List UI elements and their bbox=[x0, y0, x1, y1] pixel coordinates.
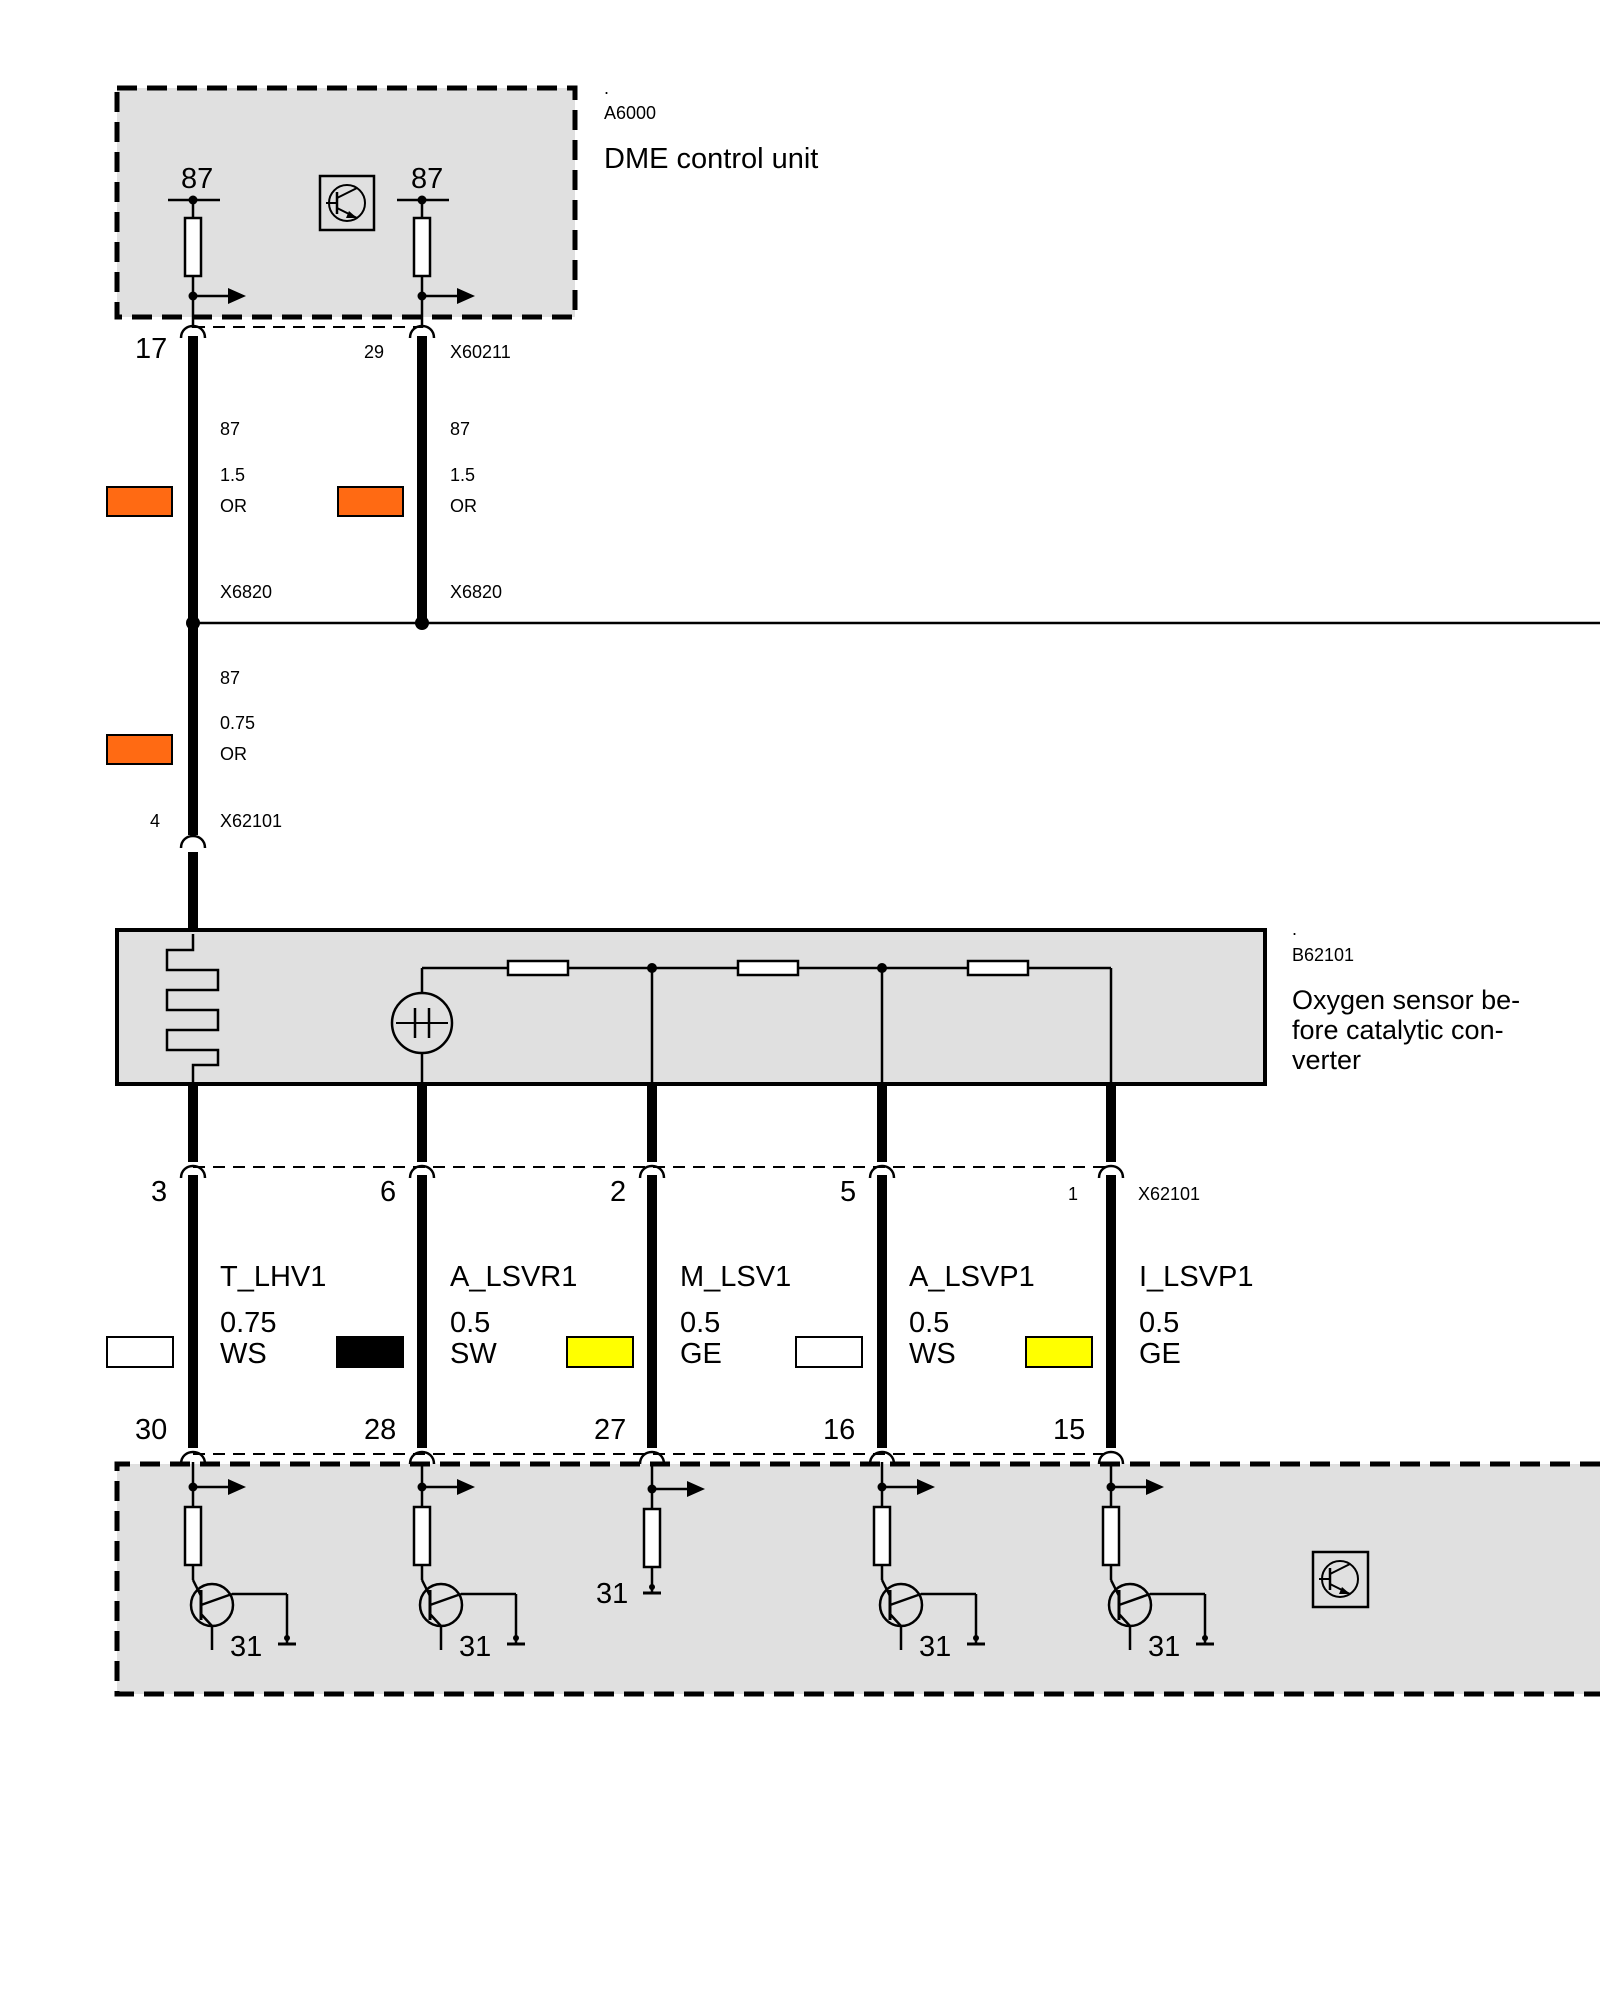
signal-2-name: A_LSVR1 bbox=[450, 1261, 577, 1293]
sensor-name-line-3: verter bbox=[1292, 1045, 1361, 1075]
dme-control-unit-border bbox=[114, 85, 578, 320]
x60211-id: X60211 bbox=[450, 342, 511, 362]
driver-stage-2 bbox=[412, 1462, 525, 1650]
x62101-pin-1: 1 bbox=[1068, 1184, 1078, 1204]
signal-5-name: I_LSVP1 bbox=[1139, 1261, 1253, 1293]
dme-output-stage-right bbox=[397, 195, 475, 328]
lower-wire-2 bbox=[408, 1084, 436, 1465]
signal-3-color-swatch bbox=[566, 1336, 634, 1368]
x60211-pin-29: 29 bbox=[364, 342, 384, 362]
signal-1-size: 0.75 bbox=[220, 1307, 276, 1339]
driver-stage-3 bbox=[642, 1462, 705, 1595]
wire-left-size: 1.5 bbox=[220, 465, 245, 485]
dme-id: A6000 bbox=[604, 103, 656, 123]
dme-output-stage-left bbox=[168, 195, 246, 328]
lower-wire-3 bbox=[638, 1084, 666, 1465]
wire-left-code: 87 bbox=[220, 419, 240, 439]
dme-dot: . bbox=[604, 78, 609, 98]
driver-stage-5 bbox=[1101, 1462, 1214, 1650]
x62101-pin-2: 2 bbox=[610, 1176, 626, 1208]
signal-5-size: 0.5 bbox=[1139, 1307, 1179, 1339]
x62101-pin-4-terminal bbox=[179, 834, 207, 849]
bottom-pin-28: 28 bbox=[364, 1414, 396, 1446]
heater-element-icon bbox=[165, 934, 220, 1084]
x62101-pin-3: 3 bbox=[151, 1176, 167, 1208]
sensor-resistor-2 bbox=[736, 959, 800, 977]
lower-wire-4 bbox=[868, 1084, 896, 1465]
signal-4-color: WS bbox=[909, 1338, 956, 1370]
x60211-pin-17-terminal bbox=[179, 324, 207, 339]
signal-3-color: GE bbox=[680, 1338, 722, 1370]
x62101-pin-6: 6 bbox=[380, 1176, 396, 1208]
signal-4-color-swatch bbox=[795, 1336, 863, 1368]
bottom-pin-16: 16 bbox=[823, 1414, 855, 1446]
wire-mid-color: OR bbox=[220, 744, 247, 764]
wire-right-splice: X6820 bbox=[450, 582, 502, 602]
wire-right-color-swatch bbox=[337, 486, 404, 517]
ground-label-1: 31 bbox=[230, 1631, 262, 1663]
dme-pin-87-left: 87 bbox=[181, 163, 213, 195]
sensor-name-line-2: fore catalytic con- bbox=[1292, 1015, 1504, 1045]
signal-3-name: M_LSV1 bbox=[680, 1261, 791, 1293]
signal-1-color-swatch bbox=[106, 1336, 174, 1368]
dme-name: DME control unit bbox=[604, 143, 818, 175]
x60211-pin-17: 17 bbox=[135, 333, 167, 365]
signal-5-color: GE bbox=[1139, 1338, 1181, 1370]
x60211-pin-29-terminal bbox=[408, 324, 436, 339]
bottom-pin-15: 15 bbox=[1053, 1414, 1085, 1446]
signal-4-size: 0.5 bbox=[909, 1307, 949, 1339]
wire-right-size: 1.5 bbox=[450, 465, 475, 485]
ground-label-3: 31 bbox=[596, 1578, 628, 1610]
signal-1-name: T_LHV1 bbox=[220, 1261, 326, 1293]
transistor-symbol-icon-bottom bbox=[1311, 1550, 1370, 1609]
signal-3-size: 0.5 bbox=[680, 1307, 720, 1339]
driver-stage-4 bbox=[872, 1462, 985, 1650]
sensor-resistor-3 bbox=[966, 959, 1030, 977]
signal-2-size: 0.5 bbox=[450, 1307, 490, 1339]
bottom-pin-30: 30 bbox=[135, 1414, 167, 1446]
wire-right-color: OR bbox=[450, 496, 477, 516]
bottom-control-unit-box bbox=[117, 1464, 1600, 1694]
dme-control-unit-box bbox=[117, 88, 575, 317]
signal-4-name: A_LSVP1 bbox=[909, 1261, 1035, 1293]
signal-5-color-swatch bbox=[1025, 1336, 1093, 1368]
wire-left-color-swatch bbox=[106, 486, 173, 517]
sensor-id: B62101 bbox=[1292, 945, 1354, 965]
wire-left-splice: X6820 bbox=[220, 582, 272, 602]
wire-mid-color-swatch bbox=[106, 734, 173, 765]
nernst-cell-icon bbox=[390, 991, 454, 1055]
oxygen-sensor-box bbox=[115, 928, 1267, 1086]
x62101-id-top: X62101 bbox=[220, 811, 282, 831]
ground-label-4: 31 bbox=[919, 1631, 951, 1663]
wire-mid-code: 87 bbox=[220, 668, 240, 688]
lower-wire-5 bbox=[1097, 1084, 1125, 1465]
transistor-symbol-icon bbox=[318, 174, 376, 232]
bottom-pin-27: 27 bbox=[594, 1414, 626, 1446]
x6820-splice-node-right bbox=[415, 616, 429, 630]
ground-label-5: 31 bbox=[1148, 1631, 1180, 1663]
dme-pin-87-right: 87 bbox=[411, 163, 443, 195]
sensor-name-line-1: Oxygen sensor be- bbox=[1292, 985, 1520, 1015]
lower-wire-1 bbox=[179, 1084, 207, 1465]
wire-mid-size: 0.75 bbox=[220, 713, 255, 733]
driver-stage-1 bbox=[183, 1462, 296, 1650]
bottom-control-unit-border bbox=[114, 1461, 1600, 1697]
wire-right-code: 87 bbox=[450, 419, 470, 439]
signal-2-color: SW bbox=[450, 1338, 497, 1370]
signal-2-color-swatch bbox=[336, 1336, 404, 1368]
x62101-id-bottom: X62101 bbox=[1138, 1184, 1200, 1204]
sensor-resistor-1 bbox=[506, 959, 570, 977]
sensor-dot: . bbox=[1292, 919, 1297, 939]
ground-label-2: 31 bbox=[459, 1631, 491, 1663]
x62101-pin-5: 5 bbox=[840, 1176, 856, 1208]
signal-1-color: WS bbox=[220, 1338, 267, 1370]
x62101-pin-4: 4 bbox=[150, 811, 160, 831]
wire-left-color: OR bbox=[220, 496, 247, 516]
